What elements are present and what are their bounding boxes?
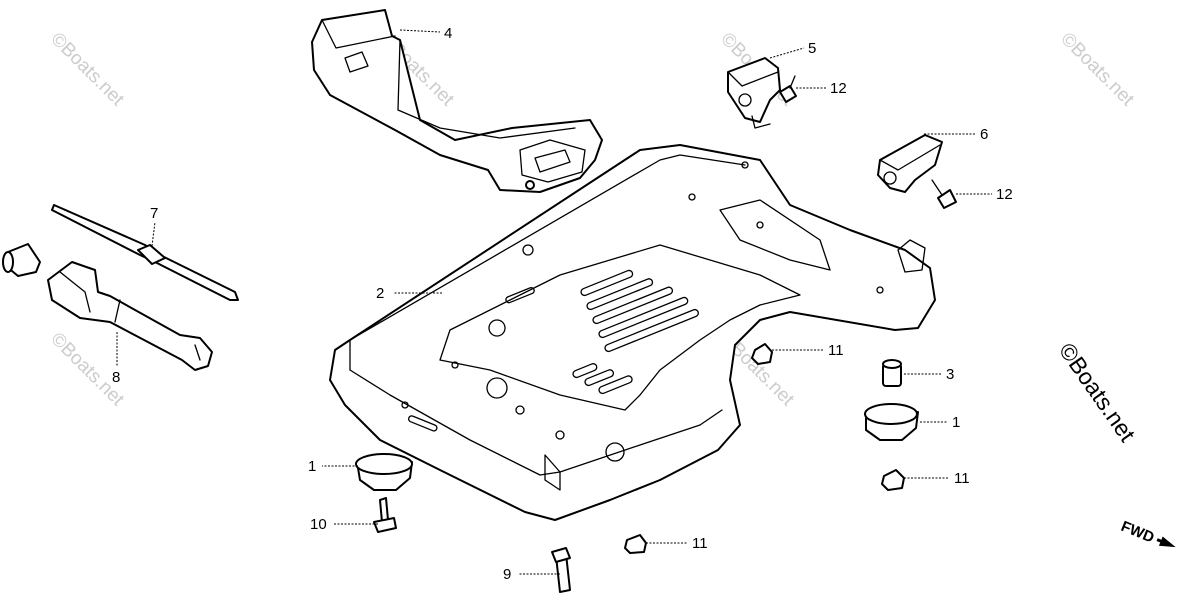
arrow-right-icon [1158,536,1176,548]
part-1-grommet-left [355,453,413,491]
part-12-bolt-lower [931,179,957,209]
callout-11-b: 11 [954,470,970,487]
callout-5: 5 [808,40,816,57]
callout-11-c: 11 [692,535,708,552]
part-9-bolt [551,547,571,593]
callout-6: 6 [980,126,988,143]
callout-3: 3 [946,366,954,383]
callout-12-b: 12 [996,186,1013,203]
callout-1-left: 1 [308,458,316,475]
callout-8: 8 [112,369,120,386]
part-6-bracket [877,134,943,193]
callout-11-a: 11 [828,342,844,359]
callout-labels: 1 1 2 3 4 5 6 7 8 9 10 11 11 11 12 12 [112,25,1013,583]
part-12-bolt-upper [779,75,797,103]
callout-10: 10 [310,516,327,533]
part-11-nut-c [624,534,647,554]
part-5-bracket [727,57,781,129]
part-10-bolt [373,497,397,533]
part-1-grommet-right [864,403,919,441]
part-8-socket [2,243,213,371]
callout-2: 2 [376,285,384,302]
watermark: ©Boats.net [46,29,128,111]
part-2-tray [329,144,936,521]
leader-lines [116,29,992,575]
callout-9: 9 [503,566,511,583]
part-11-nut-a [751,343,773,365]
callout-12-a: 12 [830,80,847,97]
tray-slots [408,269,699,432]
callout-4: 4 [444,25,452,42]
callout-7: 7 [150,205,158,222]
part-4-bracket [311,9,603,193]
fwd-arrow: FWD [1119,518,1176,548]
part-11-nut-b [881,469,905,491]
watermark-prominent: ©Boats.net [1054,338,1141,447]
watermark: ©Boats.net [1056,29,1138,111]
part-3-collar [882,359,902,387]
part-7-screwdriver [51,204,239,301]
callout-1-right: 1 [952,414,960,431]
fwd-label: FWD [1119,518,1157,547]
